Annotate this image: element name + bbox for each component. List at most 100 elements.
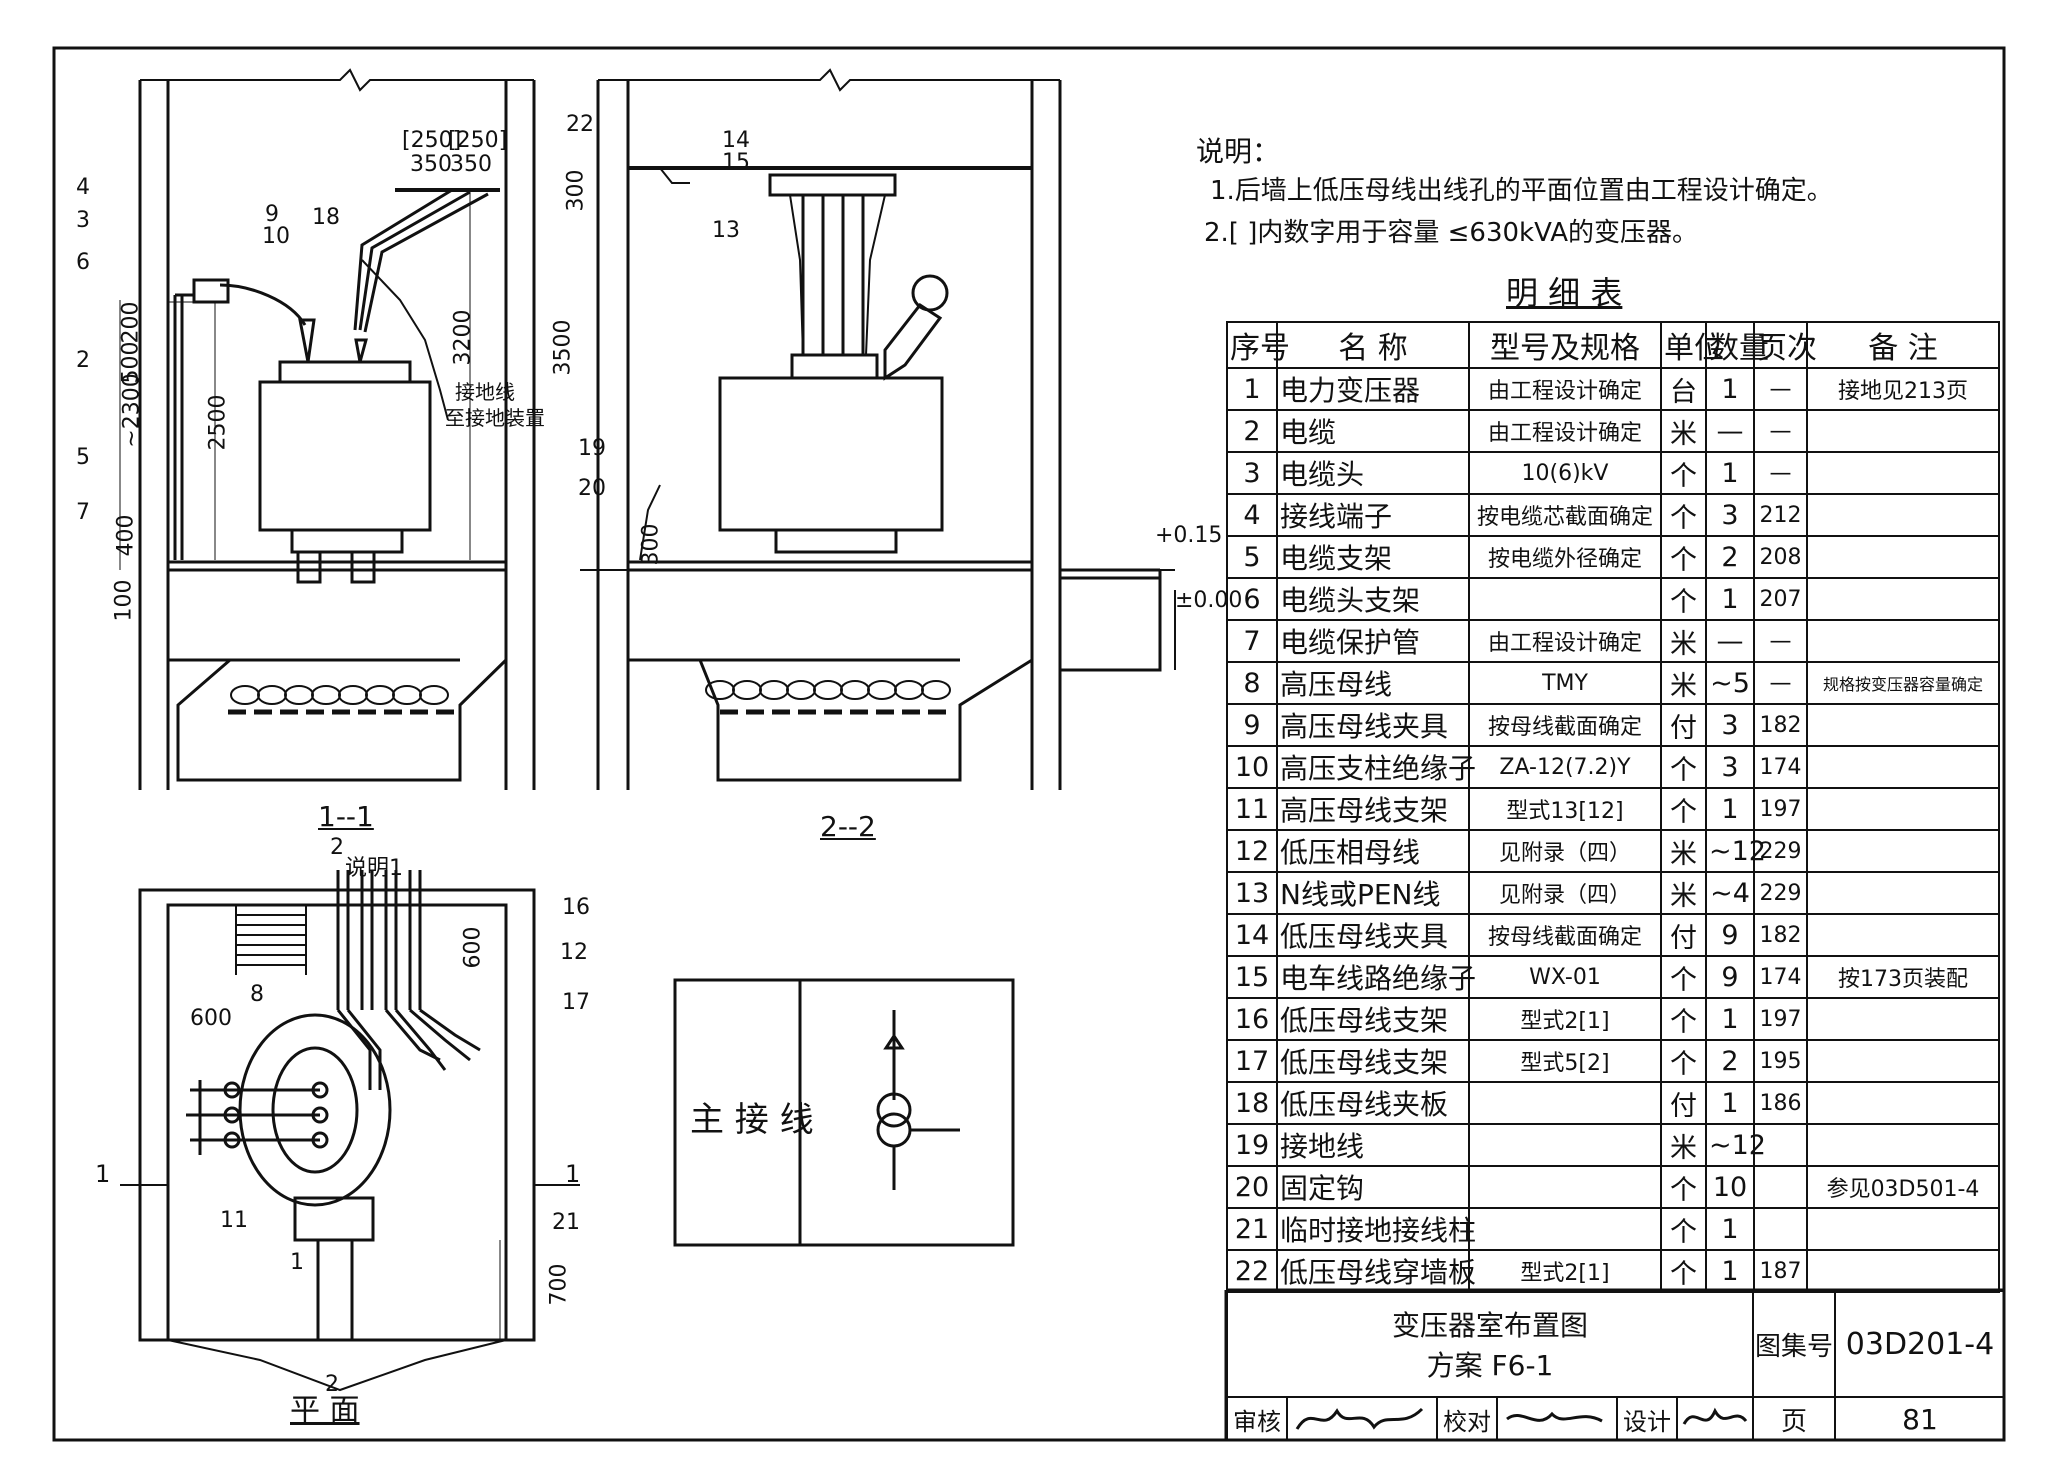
bom-cell: 个 (1660, 955, 1707, 999)
bom-cell (1806, 1207, 2000, 1251)
bom-cell: 型式2[1] (1468, 997, 1662, 1041)
callout-9: 9 (265, 202, 279, 227)
section-mark-right: 1 (565, 1160, 581, 1188)
bom-cell (1753, 1165, 1808, 1209)
page-number: 81 (1834, 1396, 2004, 1440)
bom-cell: 11 (1226, 787, 1278, 831)
bom-cell: 10 (1705, 1165, 1755, 1209)
dim-label: 3500 (550, 319, 576, 376)
bom-header-cell: 序号 (1226, 321, 1290, 369)
bom-cell: 接线端子 (1276, 493, 1470, 537)
bom-header-row: 序号 名 称 型号及规格 单位 数量 页次 备 注 (1226, 321, 2000, 369)
bom-cell: 个 (1660, 997, 1707, 1041)
dim-label: 700 (546, 1263, 572, 1306)
bom-cell: 按173页装配 (1806, 955, 2000, 999)
bom-cell: 按电缆外径确定 (1468, 535, 1662, 579)
bom-cell: 个 (1660, 1249, 1707, 1293)
bom-cell: 2 (1226, 409, 1278, 453)
bom-cell: 186 (1753, 1081, 1808, 1125)
bom-cell: 9 (1226, 703, 1278, 747)
bom-cell: 197 (1753, 997, 1808, 1041)
callout-12: 12 (560, 940, 588, 965)
bom-cell (1806, 619, 2000, 663)
drawing-title: 变压器室布置图 (1391, 1309, 1588, 1342)
bom-cell: ~4 (1705, 871, 1755, 915)
bom-cell: 按母线截面确定 (1468, 703, 1662, 747)
review-signature-mark (1295, 1407, 1424, 1430)
bom-cell: 由工程设计确定 (1468, 367, 1662, 411)
bom-cell: N线或PEN线 (1276, 871, 1470, 915)
atlas-label-cell: 图集号 (1752, 1290, 1834, 1396)
dim-label: 3200 (450, 309, 476, 366)
bom-cell (1806, 1039, 2000, 1083)
bom-cell (1468, 1165, 1662, 1209)
design-signature (1676, 1396, 1752, 1440)
bom-cell: 22 (1226, 1249, 1278, 1293)
bom-cell: 212 (1753, 493, 1808, 537)
dim-label: 100 (111, 579, 137, 622)
bom-cell: 个 (1660, 535, 1707, 579)
note-line-1: 1.后墙上低压母线出线孔的平面位置由工程设计确定。 (1210, 176, 1833, 206)
section-mark-left: 1 (95, 1160, 111, 1188)
bom-cell (1806, 787, 2000, 831)
bom-cell: — (1753, 661, 1808, 705)
callout-13: 13 (712, 218, 740, 243)
bom-cell: 米 (1660, 871, 1707, 915)
bom-cell: 型式5[2] (1468, 1039, 1662, 1083)
bom-cell: 182 (1753, 913, 1808, 957)
dim-label: 2500 (205, 394, 231, 451)
bom-cell: 8 (1226, 661, 1278, 705)
ground-wire-label: 接地线 (455, 380, 515, 404)
bom-cell: — (1705, 409, 1755, 453)
bom-header-cell: 单位 (1660, 321, 1724, 369)
check-signature-mark (1506, 1411, 1603, 1423)
callout-6: 6 (76, 250, 90, 275)
bom-cell: 1 (1705, 367, 1755, 411)
bom-cell (1468, 577, 1662, 621)
bom-cell: 台 (1660, 367, 1707, 411)
bom-cell (1806, 829, 2000, 873)
plan-view (120, 870, 580, 1392)
bom-cell: 接地线 (1276, 1123, 1470, 1167)
bom-cell: 按母线截面确定 (1468, 913, 1662, 957)
section-mark-bottom: 2 (325, 1372, 339, 1397)
check-signature (1496, 1396, 1616, 1440)
dim-label: [250] (448, 128, 508, 153)
bom-cell (1806, 1123, 2000, 1167)
callout-3: 3 (76, 208, 90, 233)
callout-20: 20 (578, 476, 606, 501)
bom-header-cell: 数量 (1705, 321, 1769, 369)
title-cell: 变压器室布置图 方案 F6-1 (1226, 1290, 1752, 1396)
bom-cell: 2 (1705, 535, 1755, 579)
bom-cell: 3 (1705, 703, 1755, 747)
bom-cell (1468, 1081, 1662, 1125)
transformer-2-tank (718, 376, 944, 532)
plan-label: 平 面 (290, 1393, 360, 1428)
bom-cell: 电缆保护管 (1276, 619, 1470, 663)
bom-cell: 1 (1705, 787, 1755, 831)
check-label: 校对 (1436, 1396, 1496, 1440)
section-2-label: 2--2 (820, 810, 876, 843)
drawing-scheme: 方案 F6-1 (1426, 1349, 1554, 1382)
bom-header-cell: 备 注 (1806, 321, 2000, 369)
bom-cell: 高压母线 (1276, 661, 1470, 705)
callout-16: 16 (562, 895, 590, 920)
bom-cell (1806, 997, 2000, 1041)
bom-cell: 5 (1226, 535, 1278, 579)
bom-cell: ~12 (1705, 829, 1766, 873)
callout-11: 11 (220, 1208, 248, 1233)
dim-label: 600 (460, 926, 486, 969)
bom-title: 明 细 表 (1506, 274, 1623, 312)
bom-cell (1806, 913, 2000, 957)
